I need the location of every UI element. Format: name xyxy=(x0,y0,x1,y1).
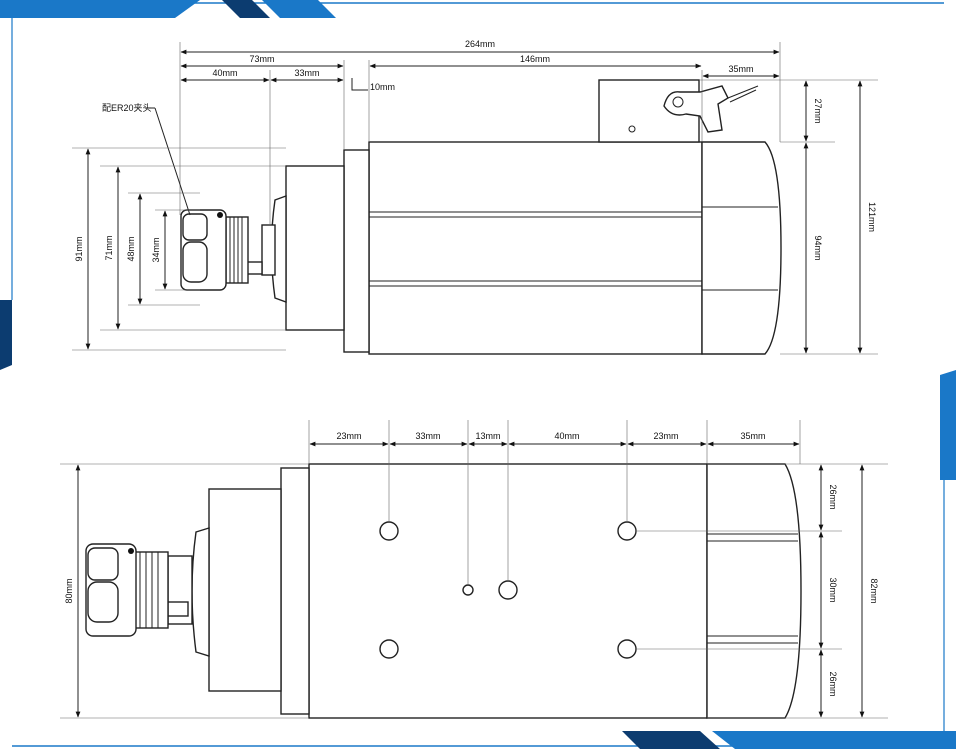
dim-overall-length: 264mm xyxy=(465,39,495,49)
dim-hole-spacing: 30mm xyxy=(828,577,838,602)
dim-edge-to-hole-bottom: 26mm xyxy=(828,671,838,696)
center-hole-large xyxy=(498,580,518,600)
dim-total-height: 121mm xyxy=(867,202,877,232)
nose-taper-bottom xyxy=(191,527,210,657)
front-housing-bottom xyxy=(208,488,282,692)
mount-hole-rear-top xyxy=(617,521,637,541)
mount-hole-front-bottom xyxy=(379,639,399,659)
top-view-left-vertical-dimensions xyxy=(72,147,286,351)
dim-nose-section: 33mm xyxy=(294,68,319,78)
top-view-right-vertical-dimensions xyxy=(700,79,878,355)
spindle-thread xyxy=(225,216,249,284)
dim-large-hole-to-rear-hole: 40mm xyxy=(554,431,579,441)
dim-bottom-total-height: 82mm xyxy=(869,578,879,603)
bottom-view-vertical-dimensions xyxy=(60,463,888,719)
corner-stripe-top-mid-1 xyxy=(222,0,270,18)
spindle-thread-bottom xyxy=(133,551,169,629)
mount-hole-rear-bottom xyxy=(617,639,637,659)
rear-cap xyxy=(701,141,782,355)
corner-stripe-top-left xyxy=(0,0,200,18)
front-housing xyxy=(285,165,345,331)
dim-body-height: 94mm xyxy=(813,235,823,260)
dim-connector-height: 27mm xyxy=(813,98,823,123)
dim-hole-to-small-hole: 33mm xyxy=(415,431,440,441)
corner-stripe-left xyxy=(0,300,12,370)
bottom-view-horizontal-dimensions xyxy=(308,420,801,585)
locating-dot-bottom xyxy=(128,548,134,554)
chuck-callout-label: 配ER20夹头 xyxy=(102,102,152,113)
dim-front-to-flange: 73mm xyxy=(249,54,274,64)
dim-housing-height: 91mm xyxy=(74,236,84,261)
locating-dot-top xyxy=(217,212,223,218)
dim-nut-section: 40mm xyxy=(212,68,237,78)
dim-nose-height: 48mm xyxy=(126,236,136,261)
dim-rear-cap-bottom: 35mm xyxy=(740,431,765,441)
corner-stripe-right xyxy=(940,370,956,480)
front-flange-bottom xyxy=(280,467,310,715)
mount-hole-front-top xyxy=(379,521,399,541)
dim-small-to-large-hole: 13mm xyxy=(475,431,500,441)
dim-edge-to-hole-top: 26mm xyxy=(828,484,838,509)
corner-stripe-bottom-1 xyxy=(622,731,720,749)
rear-cap-bottom xyxy=(706,463,802,719)
bottom-view: 23mm 33mm 13mm 40mm 23mm 35mm 80mm 26mm … xyxy=(60,420,888,719)
corner-stripe-bottom-2 xyxy=(712,731,956,749)
dim-front-housing-height: 71mm xyxy=(104,235,114,260)
front-flange xyxy=(343,149,370,353)
dim-flange-to-hole: 23mm xyxy=(336,431,361,441)
center-hole-small xyxy=(462,584,474,596)
dim-nut-height: 34mm xyxy=(151,237,161,262)
dim-body-length: 146mm xyxy=(520,54,550,64)
top-view-horizontal-dimensions xyxy=(179,42,781,225)
top-view: 264mm 73mm 146mm 40mm 33mm 35mm 10mm 配ER… xyxy=(72,39,878,355)
dim-bottom-housing-height: 80mm xyxy=(64,578,74,603)
motor-body xyxy=(368,141,703,355)
corner-stripe-top-mid-2 xyxy=(262,0,336,18)
dim-rear-hole-to-cap: 23mm xyxy=(653,431,678,441)
dim-flange-thickness: 10mm xyxy=(370,82,395,92)
dim-rear-cap: 35mm xyxy=(728,64,753,74)
